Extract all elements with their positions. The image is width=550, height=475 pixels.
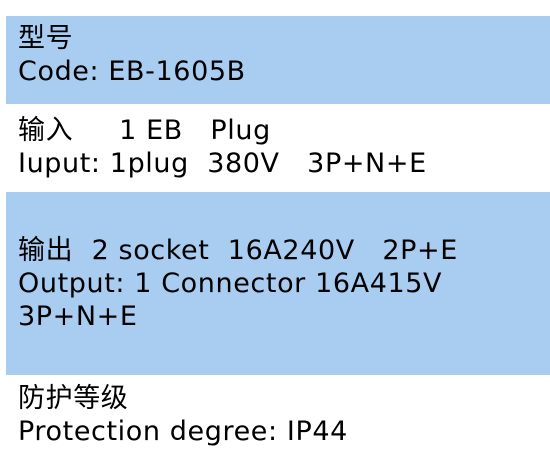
protection-label-zh: 防护等级 (18, 383, 129, 414)
output-spec: Output: 1 Connector 16A415V (18, 268, 443, 299)
input-spec: Iuput: 1plug 380V 3P+N+E (18, 148, 427, 179)
output-label-zh: 输出 2 socket 16A240V 2P+E (18, 235, 458, 266)
model-code: Code: EB-1605B (18, 56, 246, 87)
input-row: 输入 1 EB Plug Iuput: 1plug 380V 3P+N+E (6, 106, 550, 190)
model-label-zh: 型号 (18, 23, 74, 54)
model-row: 型号 Code: EB-1605B (6, 16, 550, 104)
protection-row: 防护等级 Protection degree: IP44 (6, 377, 550, 475)
input-label-zh: 输入 1 EB Plug (18, 115, 271, 146)
output-spec-continued: 3P+N+E (18, 301, 138, 332)
protection-degree: Protection degree: IP44 (18, 416, 348, 447)
output-row: 输出 2 socket 16A240V 2P+E Output: 1 Conne… (6, 192, 550, 375)
